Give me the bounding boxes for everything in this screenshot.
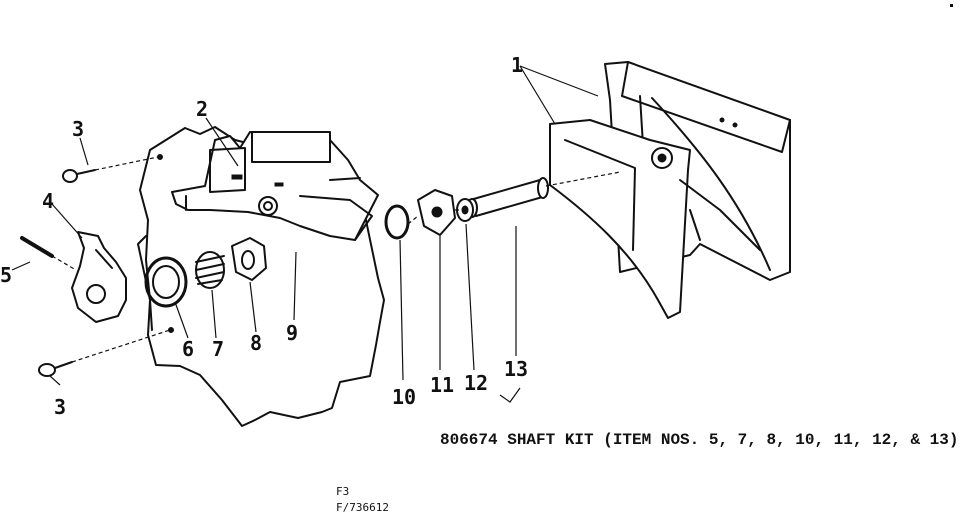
pin-part-5 — [20, 236, 77, 271]
hex-nut-part-11 — [417, 189, 456, 236]
screw-part-3-upper — [62, 156, 159, 183]
part-number-2: 2 — [196, 97, 208, 121]
part-number-11: 11 — [430, 373, 454, 397]
latch-bracket-part-9 — [171, 131, 379, 241]
shaft-part-13 — [466, 177, 549, 218]
torsion-spring-part-6 — [137, 235, 188, 331]
housing-frame-part-1 — [549, 61, 791, 319]
part-number-7: 7 — [212, 337, 224, 361]
part-number-3-lower: 3 — [54, 395, 66, 419]
figure-id: F3 — [336, 485, 349, 498]
part-number-3-upper: 3 — [72, 117, 84, 141]
part-number-13: 13 — [504, 357, 528, 381]
corner-mark — [950, 4, 953, 7]
latch-lever-part-4 — [71, 231, 127, 323]
part-number-4: 4 — [42, 189, 54, 213]
shaft-kit-callout: 806674 SHAFT KIT (ITEM NOS. 5, 7, 8, 10,… — [440, 431, 958, 449]
leader-lines — [11, 65, 599, 403]
part-number-9: 9 — [286, 321, 298, 345]
figure-reference: F/736612 — [336, 501, 389, 514]
nut-part-8 — [231, 237, 267, 281]
screw-part-3-lower — [38, 329, 171, 377]
coil-spring-part-7 — [195, 251, 225, 289]
part-number-10: 10 — [392, 385, 416, 409]
part-number-5: 5 — [0, 263, 12, 287]
part-number-12: 12 — [464, 371, 488, 395]
part-number-1: 1 — [511, 53, 523, 77]
ring-part-10 — [384, 204, 410, 240]
part-number-6: 6 — [182, 337, 194, 361]
part-number-8: 8 — [250, 331, 262, 355]
